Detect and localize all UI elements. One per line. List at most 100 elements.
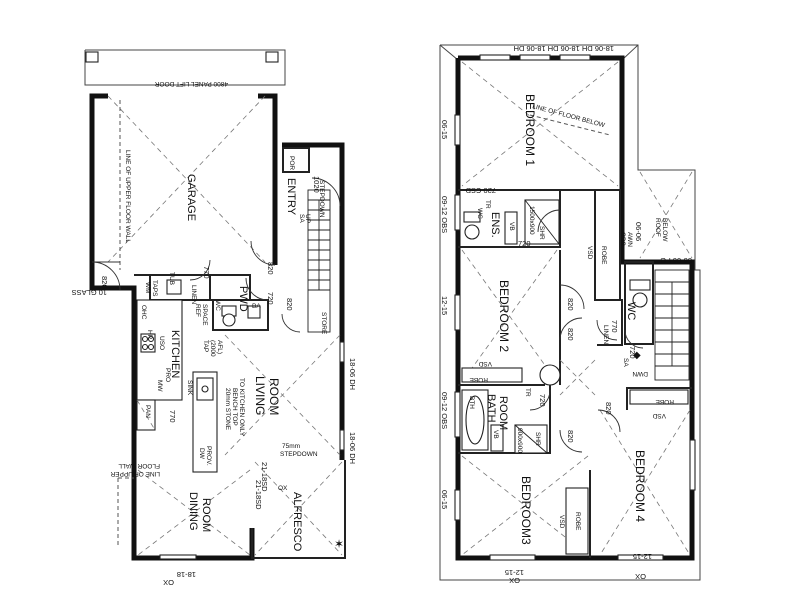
- pro-label: PRO: [164, 368, 171, 382]
- below-label: BELOW: [661, 218, 668, 242]
- ensuite-shower-size: 1500x900: [528, 206, 535, 235]
- garage-pier-left: [85, 51, 99, 63]
- entry-label: ENTRY: [285, 178, 297, 216]
- awning-type-label: AWN: [626, 232, 633, 247]
- garage-door-width: 820: [100, 276, 109, 289]
- porch-label: POR: [288, 156, 295, 170]
- garage-diagonal-1: [107, 95, 266, 263]
- alfresco-sd-2: 21-18SD: [254, 480, 263, 510]
- bedroom1-window-3: [559, 54, 591, 61]
- bed2-robe-label: ROBE: [469, 376, 488, 383]
- bathroom-walls: [458, 385, 551, 454]
- uso-label: USO: [158, 336, 165, 350]
- wm-label: WM: [144, 282, 151, 294]
- pwd-door-width: 720: [266, 292, 275, 305]
- sink-label: SINK: [186, 380, 193, 396]
- sa-label: SA: [298, 214, 305, 223]
- bedroom4-diagonal-2: [599, 409, 691, 556]
- up-label: UP: [304, 214, 311, 223]
- floor-below-label: LINE OF FLOOR BELOW: [531, 103, 606, 129]
- bedroom4-walls: [626, 387, 692, 410]
- bed1-door-width: 820: [566, 328, 575, 341]
- pwd-wc-label: WC: [214, 300, 221, 311]
- bedroom3-door: [559, 429, 583, 453]
- dwn-label: DWN: [632, 370, 648, 377]
- bath-door-width: 720: [538, 394, 547, 407]
- living-diagonal-2: [224, 334, 341, 456]
- bed3-vsd-label: VSD: [558, 515, 565, 529]
- pwd-basin: [247, 305, 261, 319]
- pwd-door: [245, 277, 269, 301]
- smoke-alarm-icon: ◆: [633, 350, 641, 361]
- living-window-1-label: 18-06 DH: [348, 358, 357, 390]
- living-window-2: [339, 429, 345, 451]
- upper-wc-cistern: [629, 279, 651, 291]
- alfresco-label: ALFRESCO: [291, 492, 303, 552]
- upper-exterior-wall: [455, 55, 695, 561]
- alfresco-diagonal-2: [254, 461, 343, 556]
- laundry-door-width: 770: [202, 266, 211, 279]
- kitchen-door-width: 770: [168, 410, 177, 423]
- bench-top-label: BENCH TOP: [231, 388, 238, 426]
- stepdown2-label: STEPDOWN: [280, 451, 318, 458]
- ensuite-tr-label: TR: [484, 200, 491, 209]
- ensuite-window: [454, 194, 461, 231]
- bedroom2-diagonal-2: [461, 249, 558, 383]
- upper-wall-label-2: LINE OF UPPER: [110, 470, 160, 477]
- ensuite-door: [537, 209, 561, 233]
- garage-glass-label: 10 GLASS: [72, 288, 107, 297]
- bed3-door-width: 820: [566, 430, 575, 443]
- bed4-bottom-window-label: 12-15: [633, 552, 652, 561]
- bedroom1-window-2: [519, 54, 551, 61]
- garage-diagonal-2: [107, 95, 266, 263]
- hp-label: HP: [146, 330, 153, 339]
- dining-diagonal-2: [137, 469, 251, 556]
- linen-door-width: 770: [610, 320, 619, 333]
- landing-curve: [539, 364, 561, 386]
- dining-window-ox: OX: [163, 578, 174, 587]
- bed2-window-label: 12-15: [440, 296, 449, 315]
- alfresco-ox-label: OX: [278, 485, 288, 492]
- mw-label: MW: [156, 380, 163, 392]
- ensuite-vanity: [504, 211, 518, 245]
- ensuite-toilet: [464, 224, 480, 240]
- ensuite-door-width: 720: [518, 239, 531, 248]
- bed4-bottom-window-ox: OX: [635, 572, 646, 581]
- bed2-door-width: 820: [566, 298, 575, 311]
- kitchen-label: KITCHEN: [169, 330, 181, 378]
- bedroom3-window: [454, 489, 461, 521]
- laundry-door: [189, 259, 211, 281]
- awning-label: 06-06: [634, 222, 643, 241]
- dining-label: DINING: [187, 492, 199, 531]
- pantry-diag: [136, 399, 156, 431]
- bed3-window-label: 06-15: [440, 490, 449, 509]
- roof-hip-1: [439, 44, 459, 61]
- alfresco-post-icon: ✶: [334, 537, 344, 551]
- lower-exterior-wall-right: [258, 93, 278, 265]
- stepdown-label: STEPDOWN: [318, 180, 325, 218]
- linen-label: LINEN: [602, 325, 609, 344]
- alfresco-edge: [251, 460, 346, 559]
- linen-walls: [597, 299, 623, 346]
- bath-tr-label: TR: [524, 388, 531, 397]
- floor-wall-label: FLOOR WALL: [118, 462, 160, 469]
- porch: [282, 147, 310, 173]
- bedroom4-side-window: [689, 439, 696, 491]
- stair-door-width: 820: [285, 298, 294, 311]
- pwd-ba-label: BA: [252, 303, 261, 310]
- bath-window: [454, 391, 461, 438]
- alfresco-sd-1: 21-18SD: [260, 462, 269, 492]
- upper-wc-door: [624, 329, 644, 349]
- bed3-bottom-window-ox: OX: [509, 576, 520, 585]
- ohc-label: OHC: [140, 305, 147, 320]
- kitchen-only-label: TO KITCHEN ONLY: [238, 378, 245, 437]
- bedroom4-label: BEDROOM 4: [633, 450, 647, 522]
- bath-shower-label: SHR: [534, 432, 541, 446]
- dw-prov-label: PROV.: [205, 446, 212, 466]
- bath-vanity: [490, 424, 504, 452]
- bath-tub-basin: [465, 395, 485, 445]
- bedroom2-window: [454, 294, 461, 331]
- entry-door-width: 1020: [312, 176, 321, 193]
- bed3-bottom-window-label: 12-15: [505, 568, 524, 577]
